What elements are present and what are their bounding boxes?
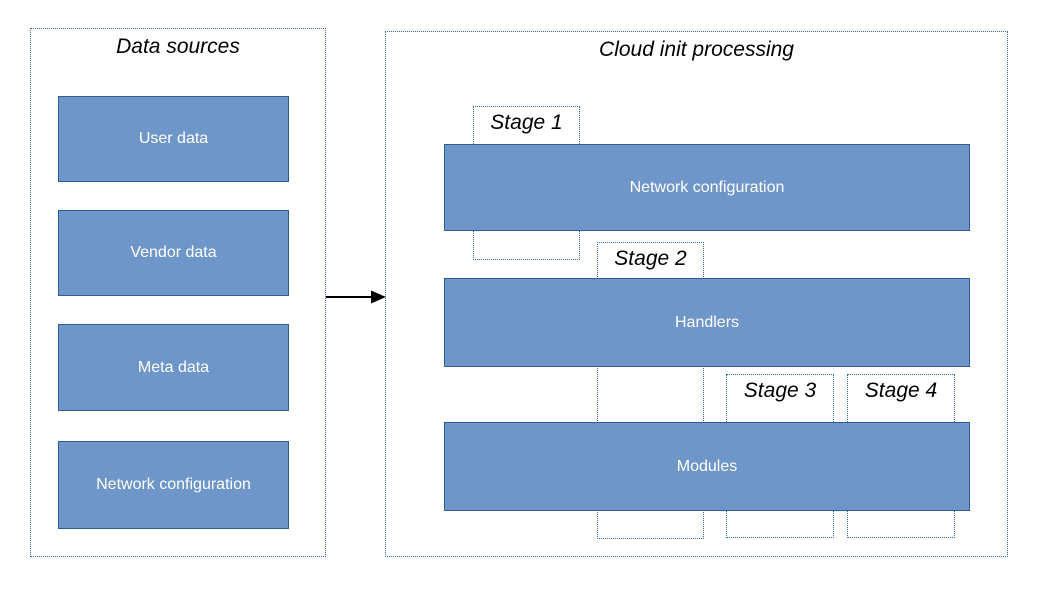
data-sources-title: Data sources bbox=[116, 35, 240, 58]
box-user-data-label: User data bbox=[138, 130, 209, 147]
box-vendor-data: Vendor data bbox=[58, 210, 289, 296]
box-meta-data: Meta data bbox=[58, 324, 289, 411]
cloud-init-processing-title: Cloud init processing bbox=[599, 38, 794, 61]
box-network-configuration-label: Network configuration bbox=[629, 178, 785, 196]
box-modules-label: Modules bbox=[676, 457, 738, 475]
box-vendor-data-label: Vendor data bbox=[130, 244, 217, 261]
box-network-configuration: Network configuration bbox=[444, 144, 970, 231]
stage-3-label: Stage 3 bbox=[743, 379, 817, 402]
data-sources-panel: Data sources bbox=[30, 28, 326, 557]
box-handlers-label: Handlers bbox=[674, 313, 740, 331]
stage-2-region: Stage 2 bbox=[597, 242, 704, 539]
box-meta-data-label: Meta data bbox=[137, 358, 210, 376]
box-user-data: User data bbox=[58, 96, 289, 182]
box-network-configuration-source: Network configuration bbox=[58, 441, 289, 529]
stage-4-label: Stage 4 bbox=[864, 379, 938, 402]
flow-arrow bbox=[326, 290, 386, 304]
stage-1-label: Stage 1 bbox=[490, 111, 563, 134]
stage-2-label: Stage 2 bbox=[614, 247, 687, 270]
box-modules: Modules bbox=[444, 422, 970, 511]
box-handlers: Handlers bbox=[444, 278, 970, 367]
box-network-configuration-source-label: Network configuration bbox=[96, 476, 251, 493]
cloud-init-processing-panel: Cloud init processing bbox=[385, 31, 1008, 557]
